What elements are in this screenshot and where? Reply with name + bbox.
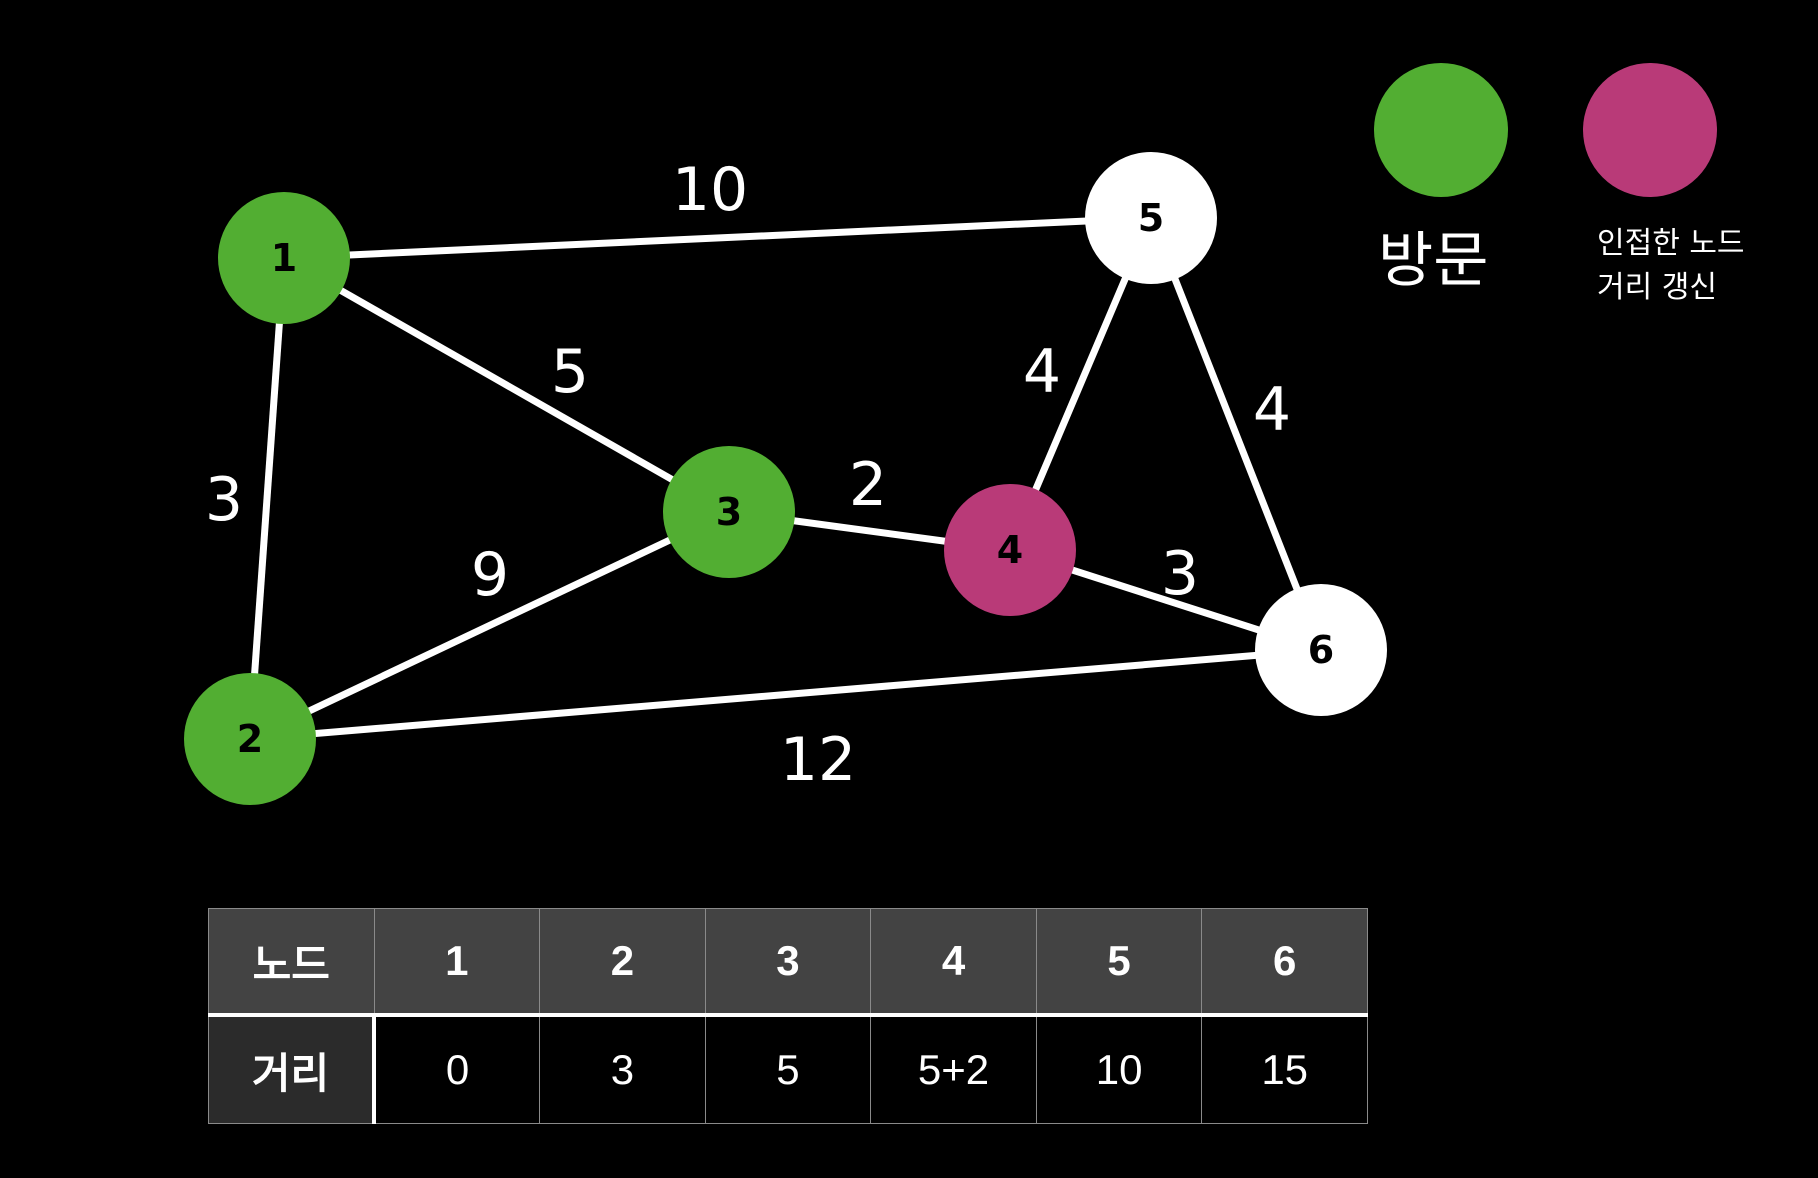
legend-visited-swatch xyxy=(1374,63,1508,197)
edge-weight-3-4: 2 xyxy=(849,450,887,520)
table-distance-cell: 0 xyxy=(373,1014,541,1124)
node-3: 3 xyxy=(663,446,795,578)
table-header-label: 노드 xyxy=(208,908,375,1017)
table-distance-cell: 15 xyxy=(1201,1014,1368,1124)
node-circle xyxy=(184,673,316,805)
edge-weight-5-6: 4 xyxy=(1253,375,1291,445)
node-6: 6 xyxy=(1255,584,1387,716)
table-node-header: 5 xyxy=(1035,908,1203,1017)
node-label: 3 xyxy=(716,490,742,534)
node-label: 5 xyxy=(1138,196,1164,240)
table-distance-cell: 5 xyxy=(704,1014,872,1124)
legend-updated-label-line1: 인접한 노드 xyxy=(1597,226,1745,261)
legend-updated-label-line2: 거리 갱신 xyxy=(1597,270,1717,305)
node-label: 6 xyxy=(1308,628,1334,672)
table-distance-cell: 5+2 xyxy=(870,1014,1037,1124)
edge-2-3 xyxy=(248,508,731,743)
node-1: 1 xyxy=(218,192,350,324)
node-label: 4 xyxy=(997,528,1023,572)
table-distance-cell: 10 xyxy=(1035,1014,1203,1124)
node-4: 4 xyxy=(944,484,1076,616)
edge-weight-4-5: 4 xyxy=(1023,337,1061,407)
edge-weight-4-6: 3 xyxy=(1161,539,1199,609)
edge-weight-2-6: 12 xyxy=(780,725,856,795)
edge-weight-1-5: 10 xyxy=(672,155,748,225)
edge-1-2 xyxy=(246,257,288,740)
table-node-header: 6 xyxy=(1201,908,1368,1017)
node-circle xyxy=(663,446,795,578)
node-circle xyxy=(1085,152,1217,284)
edge-2-6 xyxy=(249,646,1322,743)
table-distance-cell: 3 xyxy=(539,1014,706,1124)
edge-weight-2-3: 9 xyxy=(471,540,509,610)
node-2: 2 xyxy=(184,673,316,805)
table-distance-row: 거리 0 3 5 5+2 10 15 xyxy=(208,1014,1368,1124)
table-node-header: 2 xyxy=(539,908,706,1017)
table-node-header: 1 xyxy=(373,908,541,1017)
distance-table: 노드 1 2 3 4 5 6 거리 0 3 5 5+2 10 15 xyxy=(208,908,1368,1124)
node-label: 1 xyxy=(271,236,297,280)
node-circle xyxy=(1255,584,1387,716)
edge-weight-1-2: 3 xyxy=(205,465,243,535)
table-header-row: 노드 1 2 3 4 5 6 xyxy=(208,908,1368,1017)
edge-5-6 xyxy=(1147,216,1325,652)
node-5: 5 xyxy=(1085,152,1217,284)
legend-visited-label: 방문 xyxy=(1378,226,1489,296)
node-circle xyxy=(944,484,1076,616)
table-node-header: 3 xyxy=(704,908,872,1017)
table-row-label: 거리 xyxy=(208,1014,377,1124)
legend-updated-label: 인접한 노드 거리 갱신 xyxy=(1597,222,1745,310)
legend-updated-swatch xyxy=(1583,63,1717,197)
edge-weight-1-3: 5 xyxy=(551,337,589,407)
node-label: 2 xyxy=(237,717,263,761)
edge-1-5 xyxy=(283,214,1152,262)
edge-1-3 xyxy=(282,254,731,516)
node-circle xyxy=(218,192,350,324)
table-node-header: 4 xyxy=(870,908,1037,1017)
